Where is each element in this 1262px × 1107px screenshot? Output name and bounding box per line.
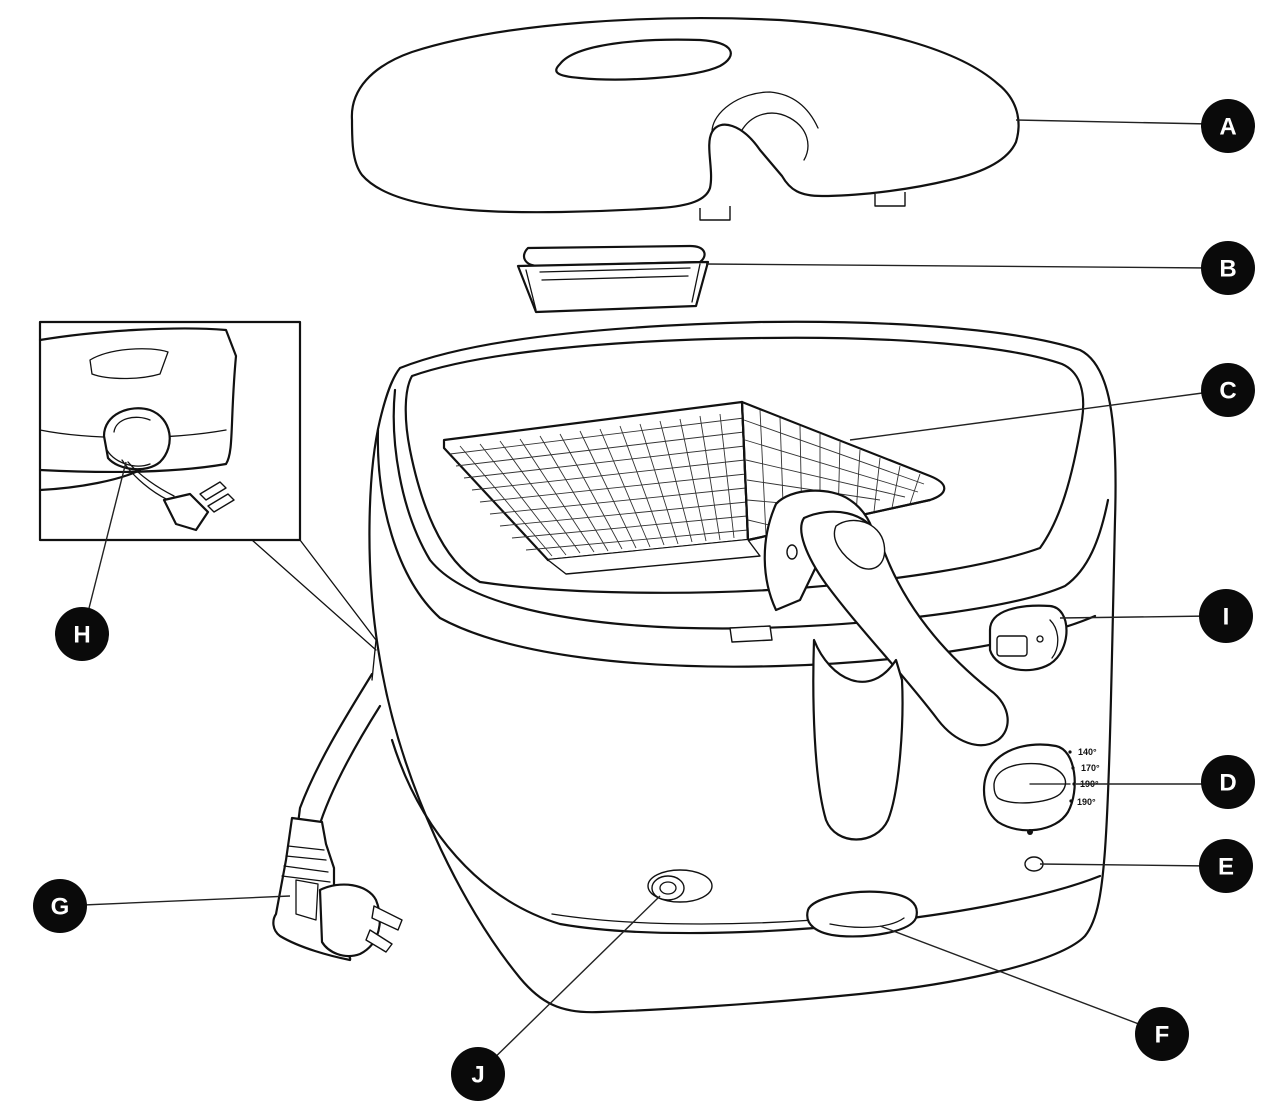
callout-a: A (1201, 99, 1255, 153)
callout-h: H (55, 607, 109, 661)
callout-j: J (451, 1047, 505, 1101)
callout-b: B (1201, 241, 1255, 295)
on-off-switch (647, 869, 713, 903)
callout-i-label: I (1223, 604, 1230, 631)
callout-e: E (1199, 839, 1253, 893)
scale-label-2: 170° (1081, 763, 1100, 773)
callout-g: G (33, 879, 87, 933)
thermostat-dial: 140° 170° 190° 190° (982, 743, 1100, 835)
callout-g-label: G (51, 894, 70, 921)
cord-detail-inset (38, 320, 377, 651)
scale-label-1: 140° (1078, 747, 1097, 757)
callout-f: F (1135, 1007, 1189, 1061)
callout-f-label: F (1155, 1022, 1170, 1049)
lid (350, 17, 1020, 221)
window-indicator-panel (988, 604, 1068, 672)
scale-label-4: 190° (1077, 797, 1096, 807)
callout-b-label: B (1219, 256, 1236, 283)
power-cord-plug (272, 672, 403, 962)
callout-a-label: A (1219, 114, 1236, 141)
callout-h-label: H (73, 622, 90, 649)
callout-d-label: D (1219, 770, 1236, 797)
callout-c-label: C (1219, 378, 1236, 405)
leader-lines (59, 119, 1211, 1073)
cord-storage-lid (806, 890, 918, 938)
callout-c: C (1201, 363, 1255, 417)
callout-j-label: J (471, 1062, 484, 1089)
frying-basket (442, 400, 1009, 841)
callout-i: I (1199, 589, 1253, 643)
basket-mesh-left (449, 413, 749, 557)
filter-cartridge (516, 244, 710, 314)
callout-e-label: E (1218, 854, 1234, 881)
callout-d: D (1201, 755, 1255, 809)
